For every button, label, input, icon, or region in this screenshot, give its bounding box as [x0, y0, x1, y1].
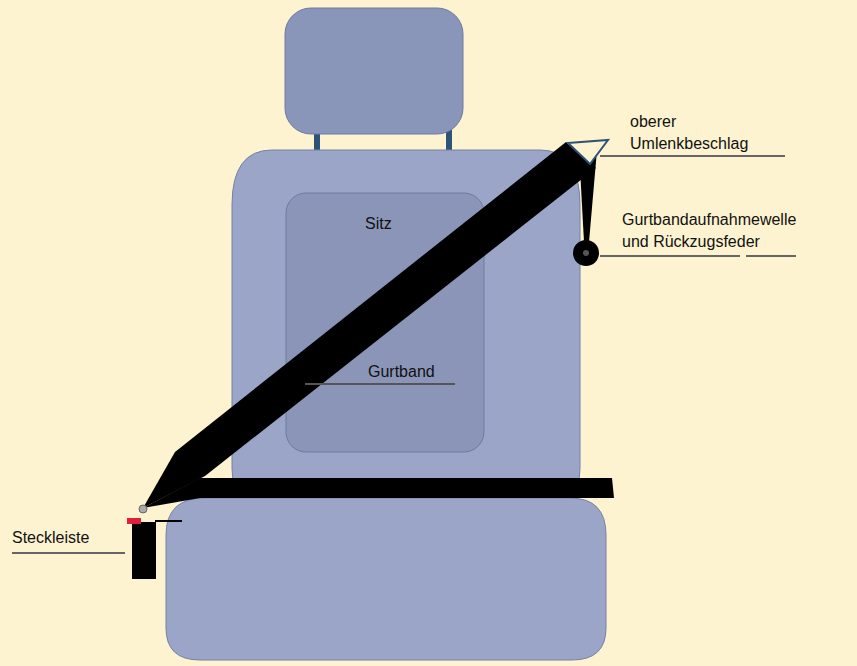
leader-line — [12, 552, 125, 554]
shoulder-belt — [143, 142, 596, 508]
lap-belt — [143, 478, 614, 508]
part-label: Sitz — [365, 213, 445, 235]
belt-to-reel — [579, 150, 597, 242]
buckle-mount — [155, 520, 182, 522]
leader-line — [600, 155, 785, 157]
part-label: Gurtband — [368, 361, 468, 383]
part-label: oberer Umlenkbeschlag — [630, 111, 780, 155]
deflector-fitting — [568, 140, 608, 164]
buckle-button — [127, 518, 141, 524]
leader-line — [600, 255, 740, 257]
leader-line — [746, 255, 796, 257]
seat-cushion — [166, 498, 606, 660]
buckle-body — [132, 522, 156, 579]
part-label: Gurtbandaufnahmewelle und Rückzugsfeder — [622, 209, 822, 253]
reel-axle — [583, 250, 589, 256]
part-label: Steckleiste — [12, 527, 127, 549]
belt-reel — [573, 240, 599, 266]
headrest — [285, 8, 463, 134]
leader-line — [305, 383, 455, 385]
belt-tongue — [139, 505, 147, 513]
